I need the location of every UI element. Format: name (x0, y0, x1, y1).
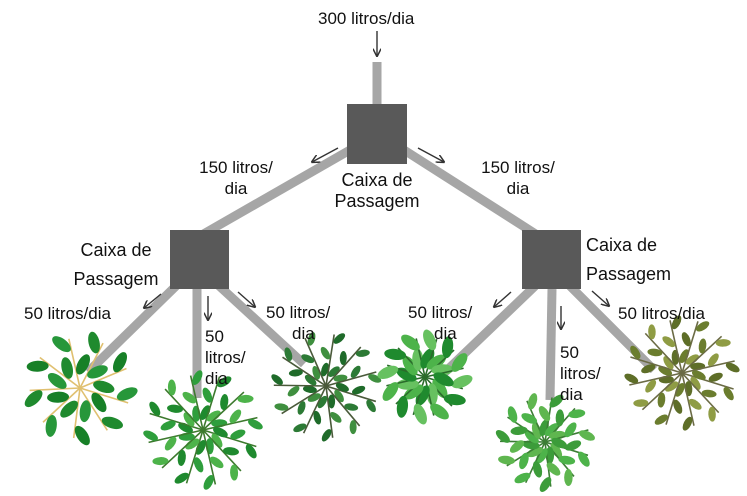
flow-label-right-a-line1: 50 litros/ (408, 303, 473, 322)
plant-2 (143, 370, 263, 490)
right-box-label: Caixa de Passagem (586, 231, 671, 289)
right-box-label-line2: Passagem (586, 264, 672, 284)
arrow-left-a (144, 293, 162, 308)
plant-3 (271, 332, 382, 442)
flow-label-right-a: 50 litros/ dia (408, 302, 472, 344)
flow-label-left-b-line1: 50 (205, 327, 224, 346)
flow-label-right-150: 150 litros/ dia (468, 157, 568, 199)
right-box-label-line1: Caixa de (586, 235, 658, 255)
arrow-right-c (591, 290, 609, 306)
plants (24, 315, 740, 493)
flow-label-left-150: 150 litros/ dia (186, 157, 286, 199)
left-box-label: Caixa de Passagem (62, 236, 170, 294)
pipes (84, 62, 658, 401)
flow-label-left-b: 50 litros/ dia (205, 326, 246, 389)
arrow-right-a (494, 291, 512, 307)
inlet-flow-label: 300 litros/dia (318, 9, 415, 28)
flow-label-right-b-line3: dia (560, 385, 583, 404)
center-box-label-line2: Passagem (334, 191, 420, 211)
center-box-label-line1: Caixa de (341, 170, 413, 190)
left-box-label-line2: Passagem (73, 269, 159, 289)
flow-label-left-b-line2: litros/ (205, 348, 246, 367)
flow-label-left-c-line2: dia (292, 324, 315, 343)
flow-label-right-b-line2: litros/ (560, 364, 601, 383)
center-box (347, 104, 407, 164)
pipe-left-to-plant-1 (84, 280, 182, 376)
flow-label-right-150-line2: dia (506, 179, 530, 198)
flow-label-right-150-line1: 150 litros/ (481, 158, 555, 177)
plant-6 (624, 315, 740, 431)
flow-label-left-c: 50 litros/ dia (266, 302, 330, 344)
plant-5 (495, 393, 595, 493)
pipe-center-to-right (401, 146, 548, 244)
left-box (170, 230, 229, 289)
plant-1 (24, 331, 138, 446)
arrow-center-left (312, 147, 339, 162)
flow-label-left-150-line1: 150 litros/ (199, 158, 273, 177)
flow-label-right-b: 50 litros/ dia (560, 342, 601, 405)
right-box (522, 230, 581, 289)
arrow-left-c (237, 291, 255, 307)
arrow-center-right (417, 147, 444, 162)
left-box-label-line1: Caixa de (80, 240, 152, 260)
flow-label-right-c: 50 litros/dia (618, 304, 705, 323)
center-box-label: Caixa de Passagem (322, 170, 432, 212)
pipe-center-to-left (190, 146, 353, 244)
flow-label-left-b-line3: dia (205, 369, 228, 388)
flow-label-left-a: 50 litros/dia (24, 304, 111, 323)
flow-label-left-c-line1: 50 litros/ (266, 303, 331, 322)
pipe-right-to-plant-5 (545, 288, 557, 401)
flow-label-right-a-line2: dia (434, 324, 457, 343)
flow-label-right-b-line1: 50 (560, 343, 579, 362)
flow-label-left-150-line2: dia (224, 179, 248, 198)
flow-arrows (144, 31, 609, 329)
plant-4 (377, 329, 473, 425)
